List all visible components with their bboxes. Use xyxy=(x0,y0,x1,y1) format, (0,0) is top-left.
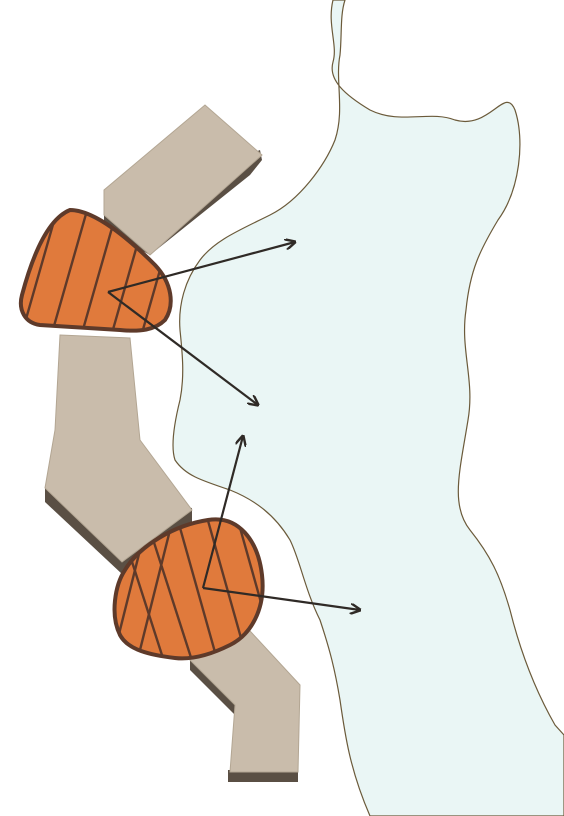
diagram-svg xyxy=(0,0,564,816)
diagram-canvas xyxy=(0,0,564,816)
